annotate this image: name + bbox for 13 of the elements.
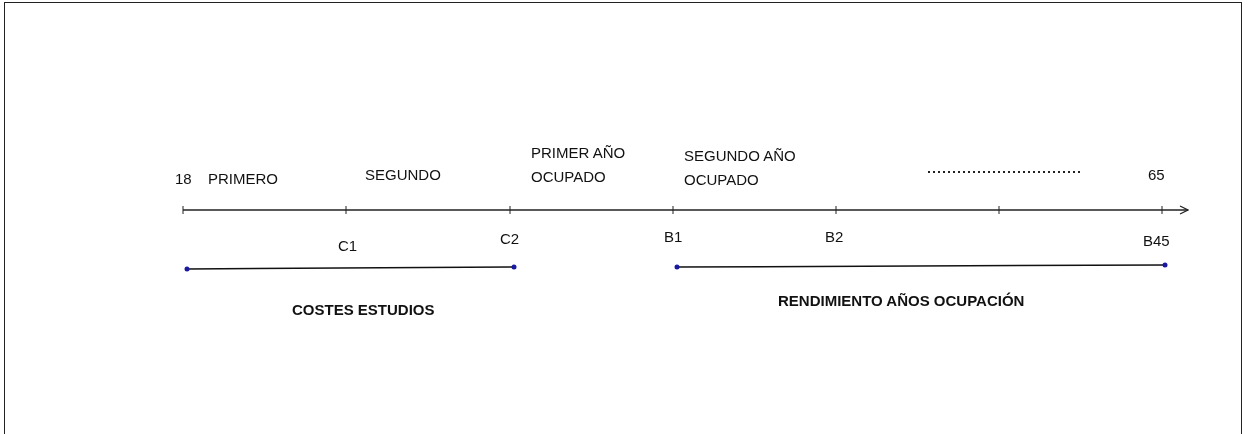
tick-label: B2 — [825, 227, 844, 247]
tick-label: C2 — [500, 229, 520, 249]
tick-label: C1 — [338, 236, 358, 256]
tick-label: B45 — [1143, 231, 1170, 251]
age-label: 18 — [175, 169, 192, 189]
year-label: PRIMERO — [208, 169, 278, 189]
tick-label: B1 — [664, 227, 683, 247]
year-label: SEGUNDO AÑO OCUPADO — [684, 146, 797, 190]
year-label: SEGUNDO — [365, 165, 441, 185]
span-caption: RENDIMIENTO AÑOS OCUPACIÓN — [778, 291, 1025, 311]
age-label: 65 — [1148, 165, 1165, 185]
span-caption: COSTES ESTUDIOS — [292, 300, 435, 320]
year-label: PRIMER AÑO OCUPADO — [531, 143, 627, 187]
